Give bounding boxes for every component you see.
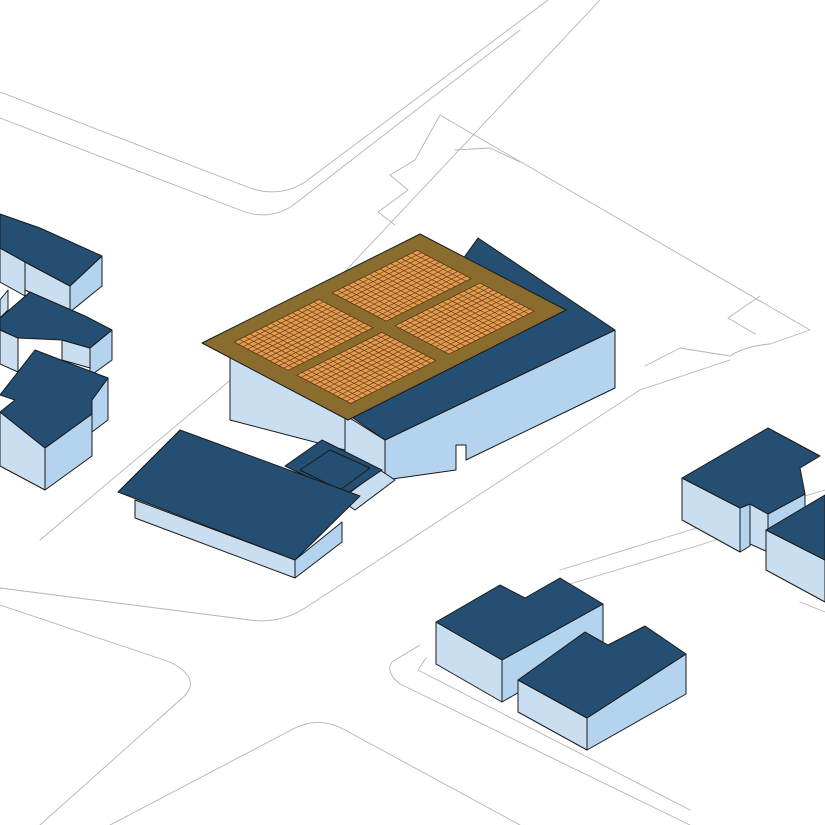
solar-grid-line [341,254,427,298]
west-cluster-middle [0,289,113,377]
main-building-south-wall [384,329,616,481]
road-south-curb [109,722,521,825]
solar-grid-line [381,275,467,320]
solar-grid-line [377,273,463,317]
solar-grid-line [251,308,338,352]
solar-grid-line [408,289,494,334]
solar-grid-line [346,358,432,402]
solar-grid-line [305,336,391,381]
road-southwest-curb-outer [0,604,191,825]
solar-grid-line [260,313,347,357]
solar-grid-line [242,303,329,347]
solar-grid-line [323,346,409,390]
solar-grid-line [403,287,490,331]
solar-grid-line [345,257,431,301]
solar-grid-line [310,339,396,383]
solar-grid-line [278,322,365,366]
solar-grid-line [319,343,405,388]
solar-grid-line [435,303,521,348]
solar-grid-line [274,320,360,364]
solar-grid-line [426,299,512,343]
south-building-b [517,625,687,751]
solar-grid-line [372,271,458,315]
solar-grid-line [368,268,454,313]
road-east-curb [439,114,811,367]
road-northwest-curb-inner [0,29,521,216]
road-northwest-curb [0,0,549,193]
solar-grid-line [328,348,414,392]
solar-grid-line [421,296,508,341]
solar-grid-line [301,334,387,378]
solar-grid-line [399,285,485,329]
road-north-notch [454,147,521,163]
main-building [201,233,616,481]
solar-grid-line [247,306,333,350]
solar-grid-line [256,310,342,355]
solar-roof-frame [201,233,567,421]
solar-grid-line [238,301,324,345]
road-southeast-loop [389,644,691,825]
solar-grid-line [337,353,423,397]
solar-panel-array [233,249,535,404]
west-cluster-south [0,349,109,491]
road-southwest-curb [0,359,731,622]
solar-grid-line [417,294,503,338]
solar-grid-line [336,252,422,296]
east-building [681,427,825,603]
road-north-notched-curb [377,114,441,226]
solar-grid-line [359,264,445,308]
solar-grid-line [265,315,351,359]
solar-grid-line [332,350,418,395]
solar-grid-line [283,325,369,369]
annex-building [117,429,361,579]
solar-grid-line [341,355,427,400]
road-southeast-loop-inner [417,657,691,811]
solar-grid-line [412,292,499,336]
solar-grid-line [354,261,440,305]
solar-grid-line [350,259,436,303]
solar-grid-line [314,341,400,385]
solar-grid-line [269,318,356,362]
solar-grid-line [363,266,449,310]
road-east-lane-lower [799,601,825,613]
solar-grid-line [430,301,517,345]
road-east-notch [727,295,761,335]
solar-grid-line [439,306,526,350]
solar-grid-line [444,308,530,352]
